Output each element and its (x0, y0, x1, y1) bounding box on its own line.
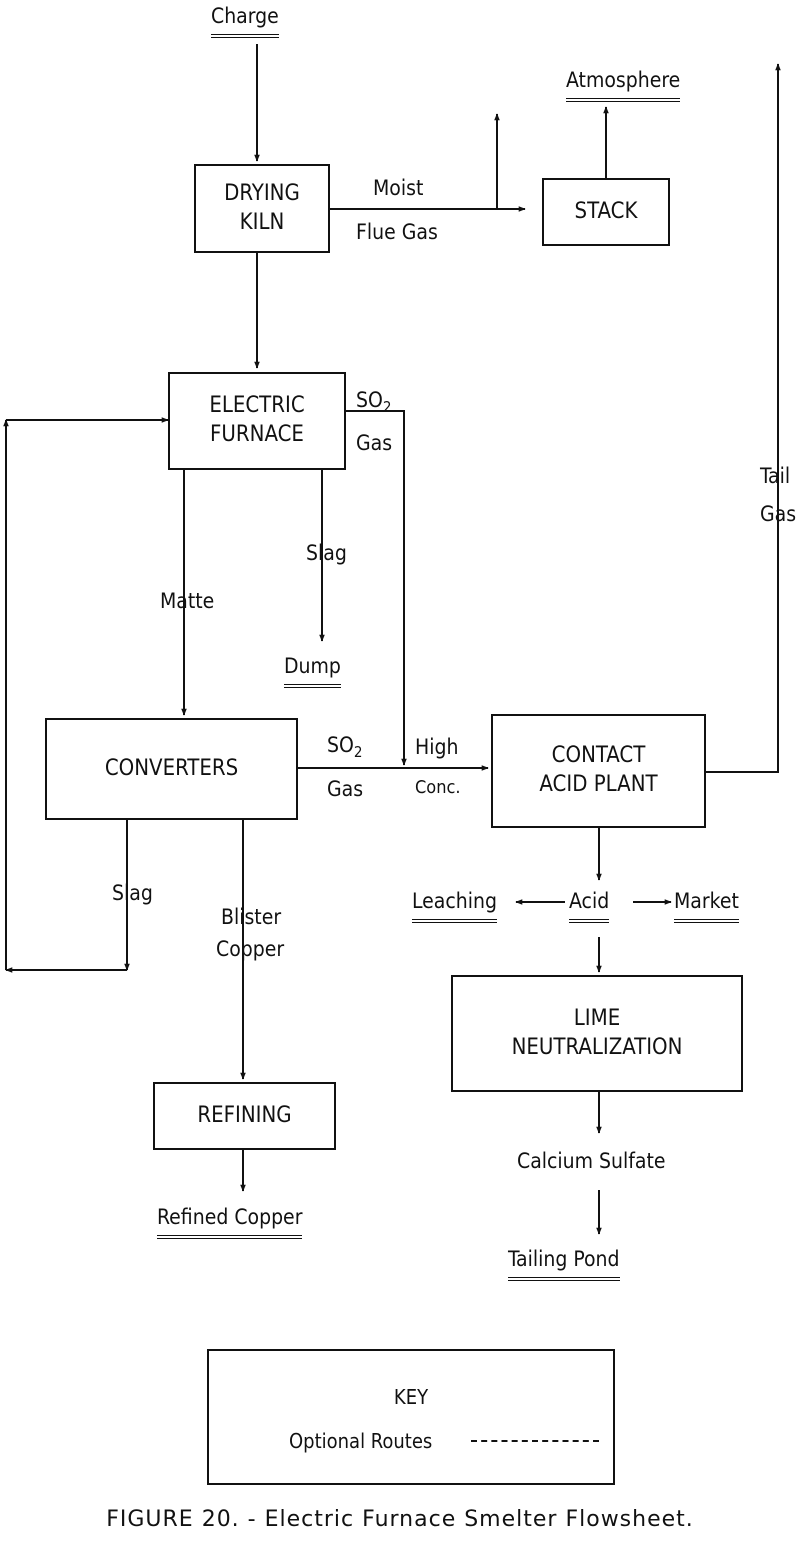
drying-kiln-box: DRYING KILN (194, 164, 330, 253)
figure-caption: FIGURE 20. - Electric Furnace Smelter Fl… (106, 1507, 694, 1532)
lime-neutralization-line-1: LIME (573, 1005, 621, 1031)
high-label: High (415, 735, 459, 759)
contact-acid-plant-line-1: CONTACT (551, 743, 646, 769)
drying-kiln-line-2: KILN (239, 209, 285, 235)
gas-furnace-label: Gas (356, 431, 393, 455)
lime-neutralization-line-2: NEUTRALIZATION (511, 1034, 683, 1060)
refined-copper-sink: Refined Copper (157, 1207, 303, 1239)
electric-furnace-line-2: FURNACE (210, 422, 304, 447)
market-sink: Market (674, 891, 739, 923)
lime-neutralization-box: LIME NEUTRALIZATION (451, 975, 743, 1092)
matte-label: Matte (160, 589, 215, 613)
tailing-pond-sink: Tailing Pond (508, 1249, 620, 1281)
contact-acid-plant-line-2: ACID PLANT (539, 772, 658, 797)
converters-label: CONVERTERS (104, 755, 239, 781)
so2-converters-subscript: 2 (353, 743, 363, 761)
drying-kiln-line-1: DRYING (224, 180, 300, 206)
leaching-sink: Leaching (412, 891, 497, 923)
flow-furnace-so2 (346, 410, 407, 766)
electric-furnace-line-1: ELECTRIC (209, 393, 305, 419)
so2-converters-label: SO2 (327, 733, 362, 760)
key-title: KEY (393, 1385, 429, 1409)
atmosphere-sink: Atmosphere (566, 70, 681, 102)
so2-furnace-subscript: 2 (382, 398, 392, 416)
slag-converters-label: Slag (112, 881, 153, 905)
refining-box: REFINING (153, 1082, 336, 1150)
moist-label: Moist (373, 176, 424, 200)
charge-sink: Charge (211, 6, 279, 38)
flue-gas-label: Flue Gas (356, 220, 438, 244)
stack-label: STACK (574, 198, 638, 224)
so2-furnace-text: SO (356, 388, 383, 412)
key-box: KEY Optional Routes (207, 1349, 615, 1485)
stack-box: STACK (542, 178, 670, 246)
tail-gas-label: Gas (760, 502, 797, 526)
conc-label: Conc. (415, 777, 461, 798)
so2-furnace-label: SO2 (356, 388, 391, 415)
contact-acid-plant-box: CONTACT ACID PLANT (491, 714, 706, 828)
electric-furnace-box: ELECTRIC FURNACE (168, 372, 346, 470)
copper-label: Copper (216, 937, 285, 961)
acid-sink: Acid (569, 891, 610, 923)
gas-converters-label: Gas (327, 777, 364, 801)
so2-converters-text: SO (327, 733, 354, 757)
dump-sink: Dump (284, 656, 341, 688)
tail-label: Tail (760, 464, 791, 488)
converters-box: CONVERTERS (45, 718, 298, 820)
calcium-sulfate-label: Calcium Sulfate (517, 1149, 666, 1173)
slag-furnace-label: Slag (306, 541, 347, 565)
blister-label: Blister (221, 905, 282, 929)
refining-label: REFINING (197, 1102, 292, 1128)
flow-tail-gas (706, 63, 781, 773)
key-dashed-line (471, 1440, 599, 1442)
key-optional-routes-label: Optional Routes (289, 1429, 433, 1453)
